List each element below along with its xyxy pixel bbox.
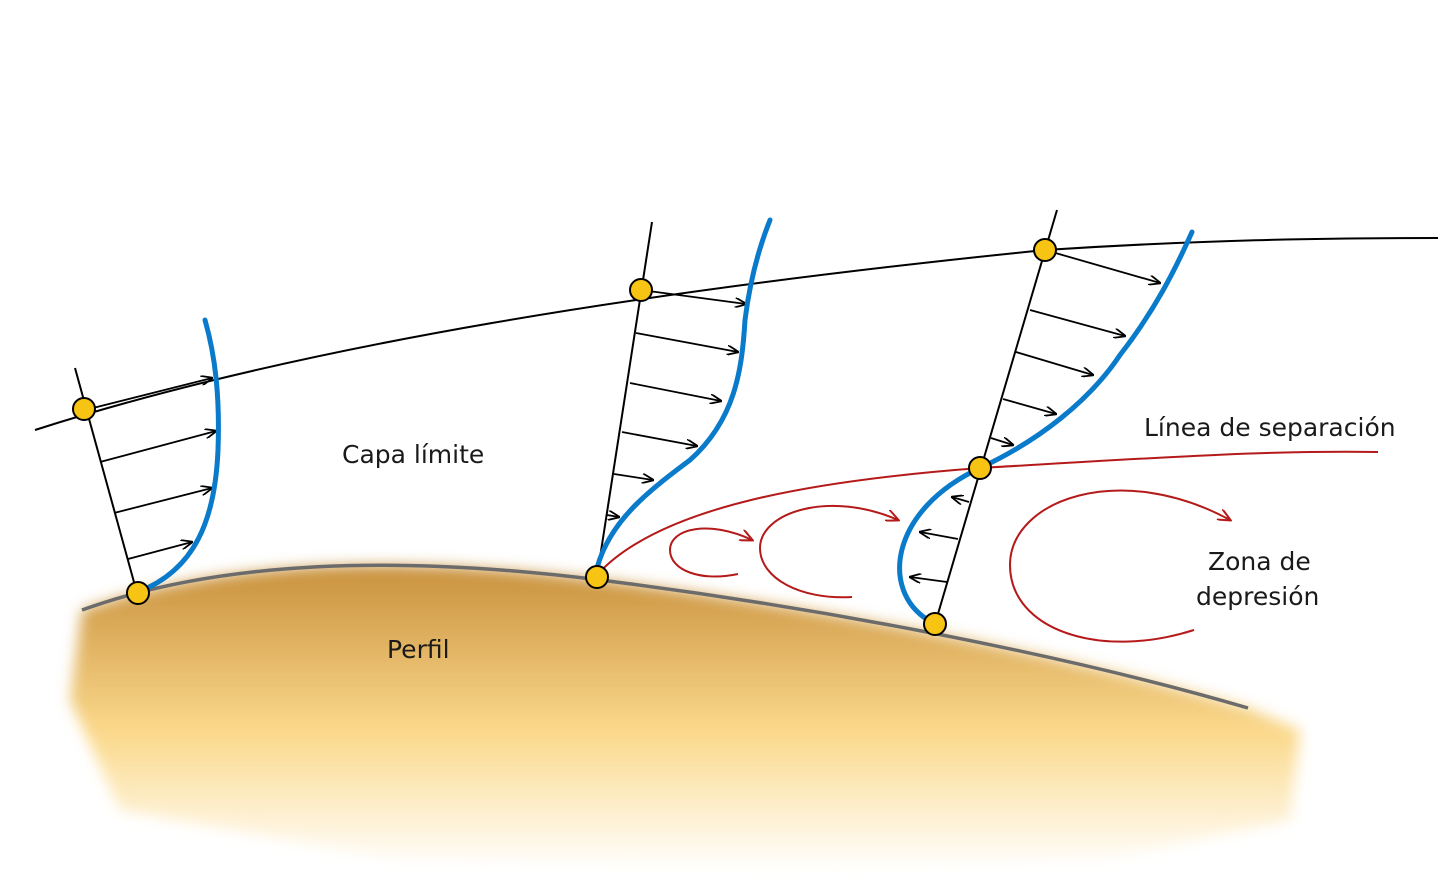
velocity-arrow xyxy=(127,542,192,560)
separation-line-label: Línea de separación xyxy=(1144,413,1396,442)
velocity-arrow xyxy=(99,431,216,463)
surface-normal-line xyxy=(596,221,653,578)
depression-zone-label-line-2: depresión xyxy=(1196,582,1319,611)
velocity-arrow xyxy=(1015,351,1093,375)
velocity-arrow xyxy=(990,438,1013,445)
marker-icon xyxy=(968,456,992,480)
velocity-arrow xyxy=(640,289,746,304)
velocity-arrow xyxy=(629,382,721,401)
vortex-icon xyxy=(1008,489,1230,643)
velocity-profile-curve xyxy=(135,317,221,595)
depression-zone-label-line-1: Zona de xyxy=(1208,547,1311,576)
airfoil-fill xyxy=(70,565,1300,870)
velocity-profile-curve xyxy=(897,229,1195,623)
velocity-profile-station-2 xyxy=(585,217,773,589)
velocity-arrow xyxy=(635,332,738,352)
marker-icon xyxy=(629,278,653,302)
velocity-arrow xyxy=(621,431,697,446)
velocity-arrow xyxy=(613,473,653,480)
vortices xyxy=(668,489,1230,643)
airfoil-surface-line xyxy=(81,563,1249,710)
velocity-arrow xyxy=(84,378,212,411)
marker-icon xyxy=(585,565,609,589)
marker-icon xyxy=(126,581,150,605)
boundary-layer-label: Capa límite xyxy=(342,440,484,469)
airfoil-body xyxy=(70,563,1300,870)
velocity-arrow xyxy=(1029,309,1125,336)
velocity-profile-station-3 xyxy=(897,209,1195,636)
airfoil-label: Perfil xyxy=(387,635,450,664)
marker-icon xyxy=(923,612,947,636)
boundary-layer-edge-line xyxy=(34,237,1439,431)
velocity-arrow xyxy=(952,497,970,502)
velocity-arrow xyxy=(910,577,948,582)
marker-icon xyxy=(1033,238,1057,262)
velocity-arrow xyxy=(1002,398,1056,414)
surface-normal-line xyxy=(934,209,1058,625)
velocity-arrow xyxy=(606,515,619,517)
marker-icon xyxy=(72,397,96,421)
velocity-profile-station-1 xyxy=(72,317,221,605)
vortex-icon xyxy=(758,505,898,599)
velocity-arrow xyxy=(920,532,959,540)
velocity-profile-curve xyxy=(594,217,773,571)
velocity-arrow xyxy=(1044,249,1160,283)
vortex-icon xyxy=(668,527,752,578)
velocity-arrow xyxy=(113,488,212,514)
